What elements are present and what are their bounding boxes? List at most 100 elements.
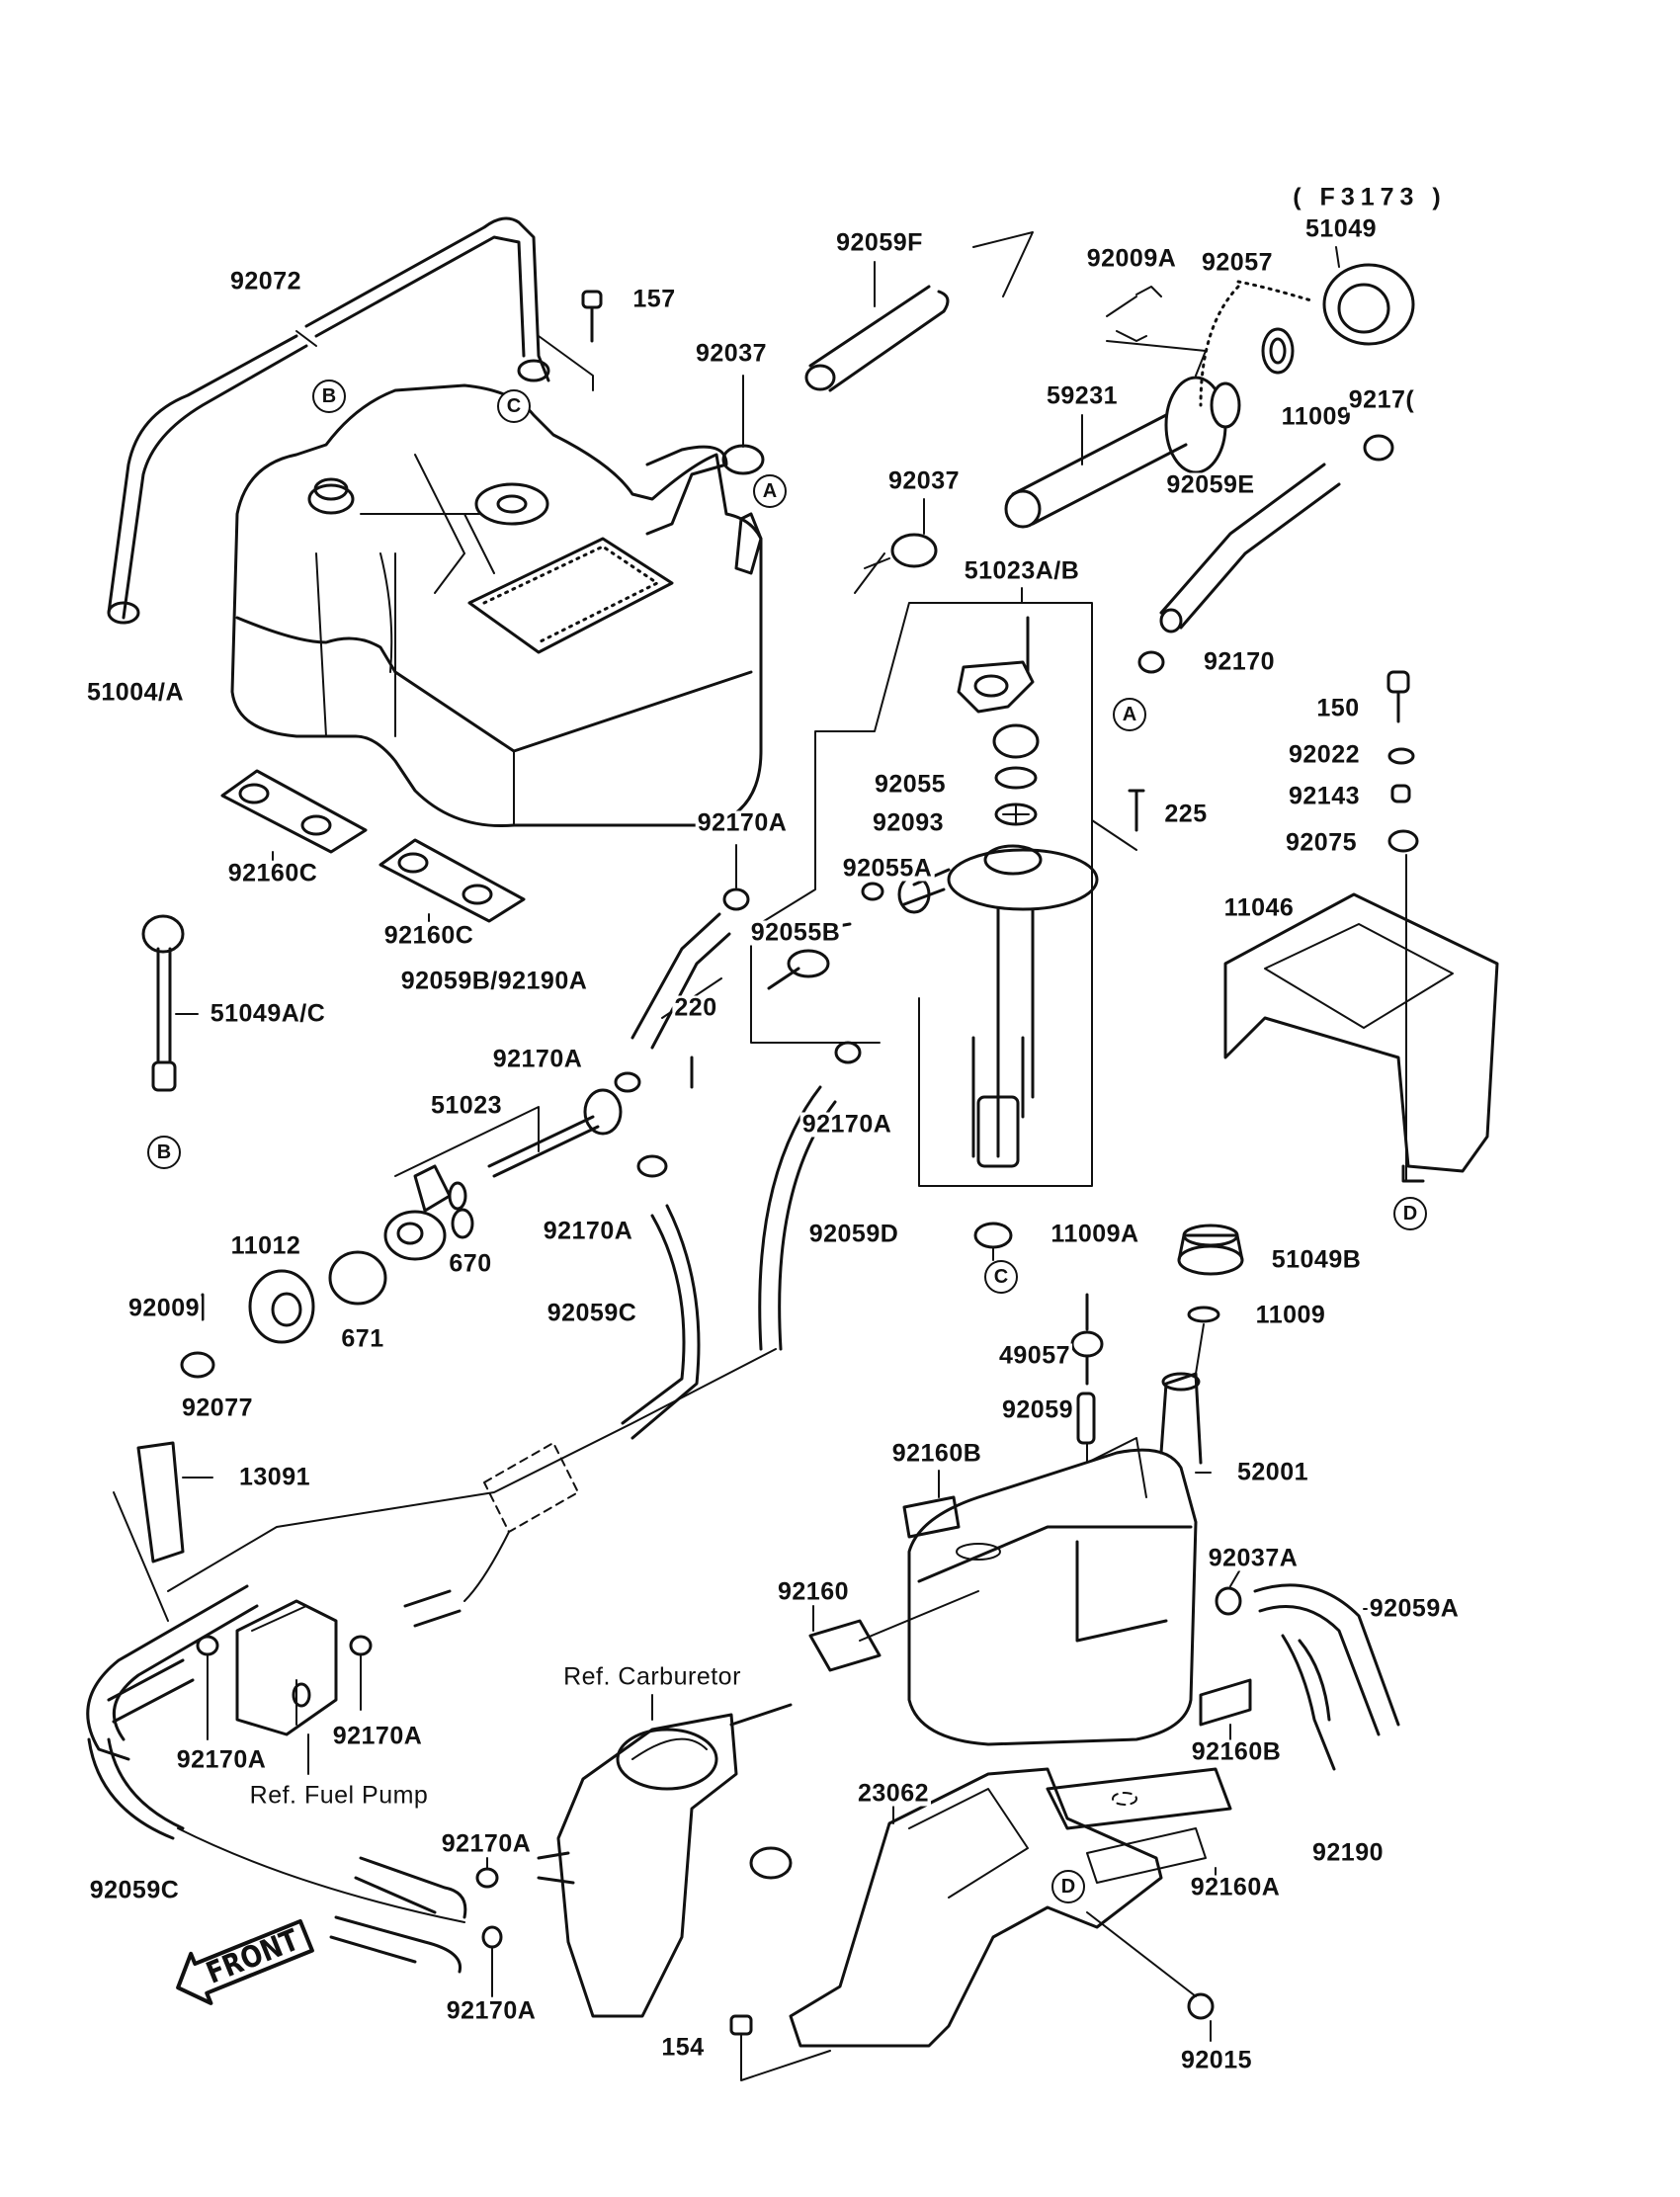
part-label: 670 — [447, 1249, 494, 1278]
part-label: 220 — [672, 993, 719, 1022]
part-label: 11009 — [1279, 402, 1354, 431]
part-label: 9217( — [1346, 385, 1417, 414]
seal-11009-top — [1261, 327, 1295, 375]
seal-11009-top-hole — [1269, 337, 1287, 365]
part-label: 51049B — [1269, 1245, 1364, 1274]
oil-tank-bracket-23062 — [789, 1767, 1207, 2048]
fuel-pump — [196, 1599, 373, 1775]
clamp-92170A-4 — [834, 1041, 862, 1064]
part-label: 92059D — [806, 1220, 901, 1248]
part-label: 51049A/C — [208, 999, 328, 1028]
connector-marker-c: C — [497, 389, 531, 423]
part-label: 92170A — [799, 1110, 894, 1139]
connector-marker-b: B — [312, 380, 346, 413]
pad-92160A — [1046, 1767, 1232, 1830]
part-label: 92015 — [1178, 2046, 1255, 2074]
part-label: 92057 — [1199, 248, 1276, 277]
hose-clamp-13091 — [113, 1441, 213, 1622]
gauge-assembly-51023AB — [750, 587, 1099, 1187]
clamp-92170 — [1137, 650, 1165, 674]
part-label: 92059A — [1367, 1594, 1462, 1623]
part-label: 92022 — [1286, 740, 1363, 769]
bolt-157 — [538, 290, 603, 391]
screw-92055A — [861, 882, 884, 901]
filler-neck-59231 — [1004, 286, 1241, 529]
front-direction-arrow: FRONT — [162, 1906, 322, 2017]
part-label: 92093 — [870, 808, 947, 837]
leader-225 — [1091, 819, 1137, 851]
part-label: 92055B — [748, 918, 843, 947]
part-label: 225 — [1162, 800, 1210, 828]
pad-92160B-2 — [1199, 1678, 1252, 1727]
part-label: 52001 — [1234, 1458, 1311, 1486]
connector-marker-a: A — [753, 474, 787, 508]
part-label: 154 — [659, 2033, 707, 2062]
valve-stem — [767, 967, 800, 990]
mount-bracket-11046 — [1223, 892, 1499, 1183]
part-label: 92160C — [225, 859, 320, 887]
part-label: 92170A — [541, 1217, 635, 1245]
part-label: 11009A — [1049, 1220, 1141, 1248]
part-label: 92160B — [889, 1439, 984, 1468]
clamp-92037-top — [721, 375, 765, 475]
tank-strap — [107, 216, 550, 625]
valve-92055B — [787, 949, 830, 978]
lower-hoses — [86, 1584, 467, 1974]
part-label: 51023A/B — [962, 556, 1082, 585]
fuel-tap-51023 — [383, 1088, 623, 1261]
part-label: 11009 — [1253, 1301, 1328, 1329]
part-label: 51023 — [428, 1091, 505, 1120]
part-label: 157 — [630, 285, 678, 313]
cap-chain — [1199, 280, 1316, 407]
part-label: 92072 — [227, 267, 304, 296]
part-label: 59231 — [1044, 381, 1121, 410]
oil-tank-52001 — [907, 1372, 1212, 1746]
hose-92059E — [1159, 463, 1341, 634]
pad-92160 — [808, 1619, 882, 1672]
part-label: 92170 — [1201, 647, 1278, 676]
bolt-154 — [729, 2014, 831, 2081]
part-label: 92059C — [545, 1299, 639, 1327]
connector-marker-b: B — [147, 1136, 181, 1169]
part-label: 23062 — [855, 1779, 932, 1808]
part-label: 92170A — [330, 1722, 425, 1750]
connector-marker-d: D — [1051, 1870, 1085, 1903]
hose-routing-lines — [167, 1348, 777, 1628]
hose-92059F — [804, 231, 1034, 392]
cover-11012 — [248, 1269, 315, 1344]
figure-code: ( F3173 ) — [1291, 183, 1449, 211]
part-label: 92170A — [444, 1996, 539, 2025]
arrow-left-icon — [176, 1918, 314, 2005]
part-label: 92170A — [174, 1745, 269, 1774]
connector-marker-a: A — [1113, 698, 1146, 731]
cap-51049 — [1322, 246, 1415, 346]
part-label: 92160C — [381, 921, 476, 950]
seal-11009A — [973, 1222, 1013, 1249]
clamp-92037A — [1215, 1586, 1242, 1616]
part-label: 49057 — [996, 1341, 1073, 1370]
screw-225 — [1128, 789, 1145, 832]
part-label: 671 — [339, 1324, 386, 1353]
clip-92077 — [180, 1351, 215, 1379]
gaskets-92160C — [220, 769, 526, 923]
part-label: 92170A — [439, 1829, 534, 1858]
part-label: 92059C — [87, 1876, 182, 1904]
part-label: 92055 — [872, 770, 949, 799]
pad-92160B-1 — [902, 1495, 961, 1539]
part-label: 92170A — [490, 1045, 585, 1073]
ref-carburetor-label: Ref. Carburetor — [561, 1662, 743, 1691]
fuel-tank-main — [230, 383, 763, 828]
cap-51049B — [1177, 1224, 1244, 1276]
part-label: 92009 — [126, 1294, 203, 1322]
part-label: 92009A — [1084, 244, 1179, 273]
part-label: 92190 — [1309, 1838, 1386, 1867]
hardware-stack — [1386, 670, 1419, 1182]
part-label: 150 — [1314, 694, 1362, 722]
part-label: 92055A — [840, 854, 935, 883]
part-label: 92160B — [1189, 1737, 1284, 1766]
pad-92160A-hole — [1112, 1792, 1137, 1806]
connector-marker-d: D — [1393, 1197, 1427, 1230]
carburetor — [475, 1694, 793, 2018]
